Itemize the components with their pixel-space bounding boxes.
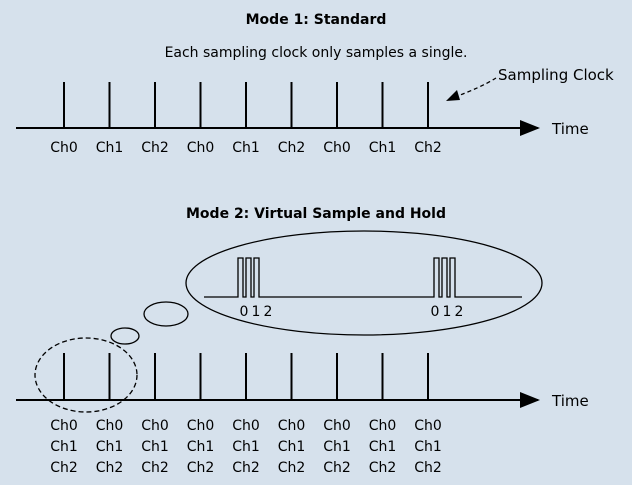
pulse-label: 0: [240, 304, 249, 320]
zoom-bubble: [185, 230, 543, 336]
mode2-channel-label: Ch0: [278, 418, 306, 434]
mode2-channel-label: Ch1: [96, 439, 124, 455]
mode1-channel-label: Ch1: [96, 140, 124, 156]
mode1-channel-label: Ch1: [232, 140, 260, 156]
mode2-channel-label: Ch2: [232, 460, 260, 476]
mode2-channel-label: Ch2: [96, 460, 124, 476]
mode2-channel-label: Ch2: [50, 460, 78, 476]
mode2-channel-label: Ch2: [141, 460, 169, 476]
mode1-subtitle: Each sampling clock only samples a singl…: [165, 45, 468, 61]
sample-and-hold-pulse-train: [204, 257, 522, 298]
pulse-label: 2: [264, 304, 273, 320]
mode2-channel-label: Ch0: [96, 418, 124, 434]
mode1-title: Mode 1: Standard: [246, 12, 387, 28]
mode1-channel-label: Ch1: [369, 140, 397, 156]
mode2-channel-label: Ch1: [232, 439, 260, 455]
mode2-channel-label: Ch0: [414, 418, 442, 434]
mode2-channel-label: Ch0: [232, 418, 260, 434]
mode1-channel-label: Ch0: [323, 140, 351, 156]
mode1-channel-label: Ch0: [187, 140, 215, 156]
mode2-channel-label: Ch2: [278, 460, 306, 476]
mode2-channel-label: Ch2: [187, 460, 215, 476]
mode2-channel-label: Ch0: [141, 418, 169, 434]
mode2-channel-label: Ch2: [369, 460, 397, 476]
pulse-label: 2: [455, 304, 464, 320]
mode1-channel-label: Ch0: [50, 140, 78, 156]
mode2-channel-label: Ch0: [50, 418, 78, 434]
mode1-time-label: Time: [551, 120, 589, 138]
mode2-channel-label: Ch0: [323, 418, 351, 434]
mode2-channel-label: Ch1: [278, 439, 306, 455]
mode2-channel-label: Ch1: [50, 439, 78, 455]
mode1-clock-ticks: [63, 82, 429, 128]
mode1-channel-label: Ch2: [141, 140, 169, 156]
sampling-clock-pointer: [451, 77, 497, 99]
thought-bubble-small: [110, 327, 140, 345]
mode2-channel-label: Ch1: [369, 439, 397, 455]
mode2-channel-label: Ch2: [323, 460, 351, 476]
pulse-label: 1: [252, 304, 261, 320]
mode1-channel-label: Ch2: [414, 140, 442, 156]
mode2-channel-label: Ch1: [141, 439, 169, 455]
mode2-channel-label: Ch1: [187, 439, 215, 455]
sampling-clock-label: Sampling Clock: [498, 66, 614, 84]
mode2-channel-label: Ch2: [414, 460, 442, 476]
mode2-channel-label: Ch1: [323, 439, 351, 455]
mode2-channel-label: Ch1: [414, 439, 442, 455]
sampling-clock-pointer-head: [446, 90, 460, 101]
mode2-title: Mode 2: Virtual Sample and Hold: [186, 206, 446, 222]
mode2-channel-label: Ch0: [369, 418, 397, 434]
mode1-channel-labels: Ch0 Ch1 Ch2 Ch0 Ch1 Ch2 Ch0 Ch1 Ch2: [50, 140, 442, 156]
mode2-clock-ticks: [63, 353, 429, 400]
pulse-label: 1: [443, 304, 452, 320]
pulse-label: 0: [431, 304, 440, 320]
highlight-circle: [34, 337, 138, 413]
mode2-channel-label: Ch0: [187, 418, 215, 434]
mode1-channel-label: Ch2: [278, 140, 306, 156]
thought-bubble-medium: [143, 301, 189, 327]
mode2-time-label: Time: [551, 392, 589, 410]
